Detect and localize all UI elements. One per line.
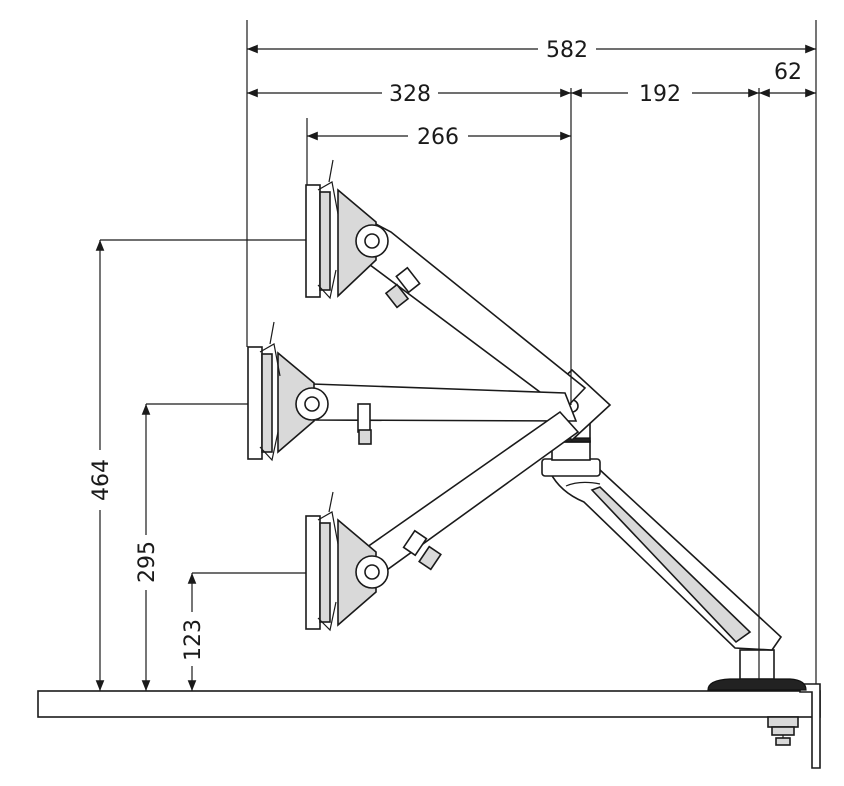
dim-label-height-high: 464 [89,459,114,501]
dim-pivot-to-post: 192 [571,82,759,107]
desk [37,690,821,718]
dim-label-height-low: 123 [181,619,206,661]
dim-overall-reach: 582 [247,38,816,63]
dim-label-monitor-to-pivot: 266 [417,125,459,150]
dim-label-reach-to-pivot: 328 [389,82,431,107]
arm-base [707,649,807,691]
dim-label-height-mid: 295 [135,541,160,583]
lower-arm [548,469,783,651]
dim-label-pivot-to-post: 192 [639,82,681,107]
desk-clamp [767,683,821,769]
dim-height-mid: 295 [135,404,160,691]
extension-lines [100,20,817,684]
dim-reach-to-pivot: 328 [247,82,571,107]
dim-height-low: 123 [181,573,206,691]
dim-height-high: 464 [89,240,114,691]
monitor-head-lower [305,491,389,632]
forearm-upper [352,220,587,412]
monitor-head-upper [305,159,389,300]
dim-monitor-to-pivot: 266 [307,125,571,150]
dim-post-offset: 62 [759,60,816,98]
dim-label-overall-reach: 582 [546,38,588,63]
dim-label-post-offset: 62 [774,60,802,85]
monitor-head-middle [247,321,329,462]
forearm-lower [358,410,580,577]
